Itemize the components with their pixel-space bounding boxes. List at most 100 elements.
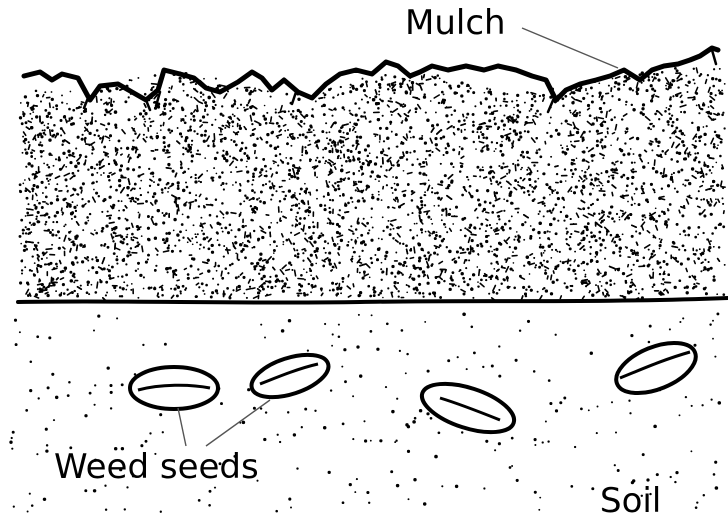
mulch-texture-dot: [347, 156, 350, 159]
mulch-texture-dot: [436, 123, 439, 126]
mulch-texture-dot: [712, 180, 715, 183]
mulch-texture-dot: [178, 77, 181, 80]
mulch-texture-mark: [151, 203, 153, 205]
mulch-texture-dot: [643, 257, 646, 260]
mulch-texture-dot: [381, 262, 383, 264]
mulch-texture-dot: [704, 143, 707, 146]
mulch-texture-dot: [209, 214, 212, 217]
mulch-texture-dot: [535, 151, 538, 154]
mulch-texture-mark: [338, 253, 339, 255]
mulch-texture-dot: [66, 103, 68, 105]
mulch-texture-mark: [106, 136, 110, 138]
mulch-texture-dot: [133, 188, 135, 190]
mulch-texture-dot: [132, 168, 135, 171]
mulch-texture-dot: [679, 130, 682, 133]
mulch-texture-dot: [608, 85, 610, 87]
mulch-texture-dot: [390, 272, 393, 275]
mulch-texture-dot: [381, 199, 383, 201]
mulch-texture-dot: [158, 178, 161, 181]
mulch-texture-dot: [721, 167, 724, 170]
mulch-texture-dot: [347, 202, 350, 205]
mulch-texture-dot: [503, 210, 505, 212]
mulch-texture-dot: [340, 292, 342, 294]
mulch-texture-dot: [382, 297, 384, 299]
mulch-texture-dot: [362, 277, 365, 280]
mulch-texture-dot: [346, 244, 349, 247]
mulch-texture-dot: [405, 244, 408, 247]
mulch-texture-dot: [409, 126, 412, 129]
mulch-texture-dot: [562, 151, 565, 154]
mulch-texture-dot: [648, 79, 651, 82]
mulch-texture-dot: [215, 104, 217, 106]
mulch-texture-dot: [608, 211, 611, 214]
mulch-texture-dot: [681, 140, 684, 143]
mulch-texture-dot: [676, 69, 679, 72]
mulch-texture-dot: [350, 150, 353, 153]
mulch-texture-dot: [332, 289, 335, 292]
mulch-texture-mark: [545, 142, 546, 144]
mulch-texture-dot: [106, 292, 108, 294]
mulch-texture-dot: [435, 143, 438, 146]
mulch-texture-dot: [669, 137, 671, 139]
mulch-texture-dot: [185, 138, 187, 140]
mulch-texture-dot: [462, 100, 465, 103]
mulch-texture-dot: [488, 293, 490, 295]
mulch-texture-dot: [214, 157, 217, 160]
mulch-texture-dot: [337, 187, 340, 190]
mulch-texture-dot: [36, 200, 38, 202]
mulch-texture-dot: [205, 197, 208, 200]
mulch-texture-dot: [520, 187, 522, 189]
mulch-texture-dot: [153, 192, 156, 195]
mulch-texture-dot: [654, 113, 657, 116]
mulch-texture-dot: [121, 200, 123, 202]
mulch-texture-dot: [24, 95, 27, 98]
mulch-texture-dot: [631, 182, 634, 185]
mulch-texture-dot: [340, 287, 342, 289]
mulch-texture-dot: [171, 183, 174, 186]
mulch-texture-dot: [185, 229, 187, 231]
mulch-texture-dot: [126, 254, 129, 257]
mulch-texture-dot: [169, 132, 171, 134]
mulch-texture-dot: [279, 153, 281, 155]
mulch-texture-dot: [604, 295, 607, 298]
mulch-texture-dot: [395, 197, 398, 200]
mulch-texture-dot: [619, 238, 622, 241]
mulch-texture-mark: [26, 290, 29, 295]
mulch-texture-dot: [301, 154, 303, 156]
mulch-texture-dot: [271, 194, 274, 197]
mulch-texture-dot: [602, 211, 605, 214]
mulch-texture-dot: [486, 87, 488, 89]
mulch-texture-dot: [37, 254, 39, 256]
mulch-texture-dot: [526, 256, 529, 259]
mulch-texture-mark: [533, 120, 536, 125]
mulch-texture-mark: [527, 157, 530, 158]
mulch-texture-dot: [515, 132, 518, 135]
mulch-texture-dot: [517, 160, 519, 162]
mulch-texture-dot: [73, 273, 76, 276]
mulch-texture-dot: [273, 252, 275, 254]
mulch-texture-dot: [329, 221, 332, 224]
mulch-texture-dot: [37, 211, 40, 214]
mulch-texture-dot: [430, 218, 432, 220]
mulch-texture-dot: [428, 293, 431, 296]
mulch-texture-dot: [386, 226, 389, 229]
mulch-texture-dot: [471, 247, 474, 250]
mulch-texture-mark: [282, 234, 283, 237]
mulch-texture-dot: [393, 89, 396, 92]
mulch-texture-dot: [454, 91, 457, 94]
mulch-texture-dot: [469, 278, 471, 280]
mulch-texture-dot: [593, 235, 596, 238]
mulch-texture-dot: [493, 249, 495, 251]
mulch-texture-dot: [631, 204, 633, 206]
mulch-texture-dot: [413, 236, 415, 238]
mulch-texture-dot: [238, 285, 241, 288]
mulch-texture-dot: [524, 292, 527, 295]
mulch-texture-dot: [220, 140, 223, 143]
mulch-texture-dot: [394, 183, 396, 185]
mulch-texture-dot: [143, 118, 145, 120]
mulch-texture-dot: [378, 83, 381, 86]
mulch-texture-dot: [304, 279, 306, 281]
mulch-texture-dot: [703, 126, 705, 128]
mulch-texture-dot: [641, 107, 644, 110]
mulch-texture-mark: [273, 161, 276, 162]
